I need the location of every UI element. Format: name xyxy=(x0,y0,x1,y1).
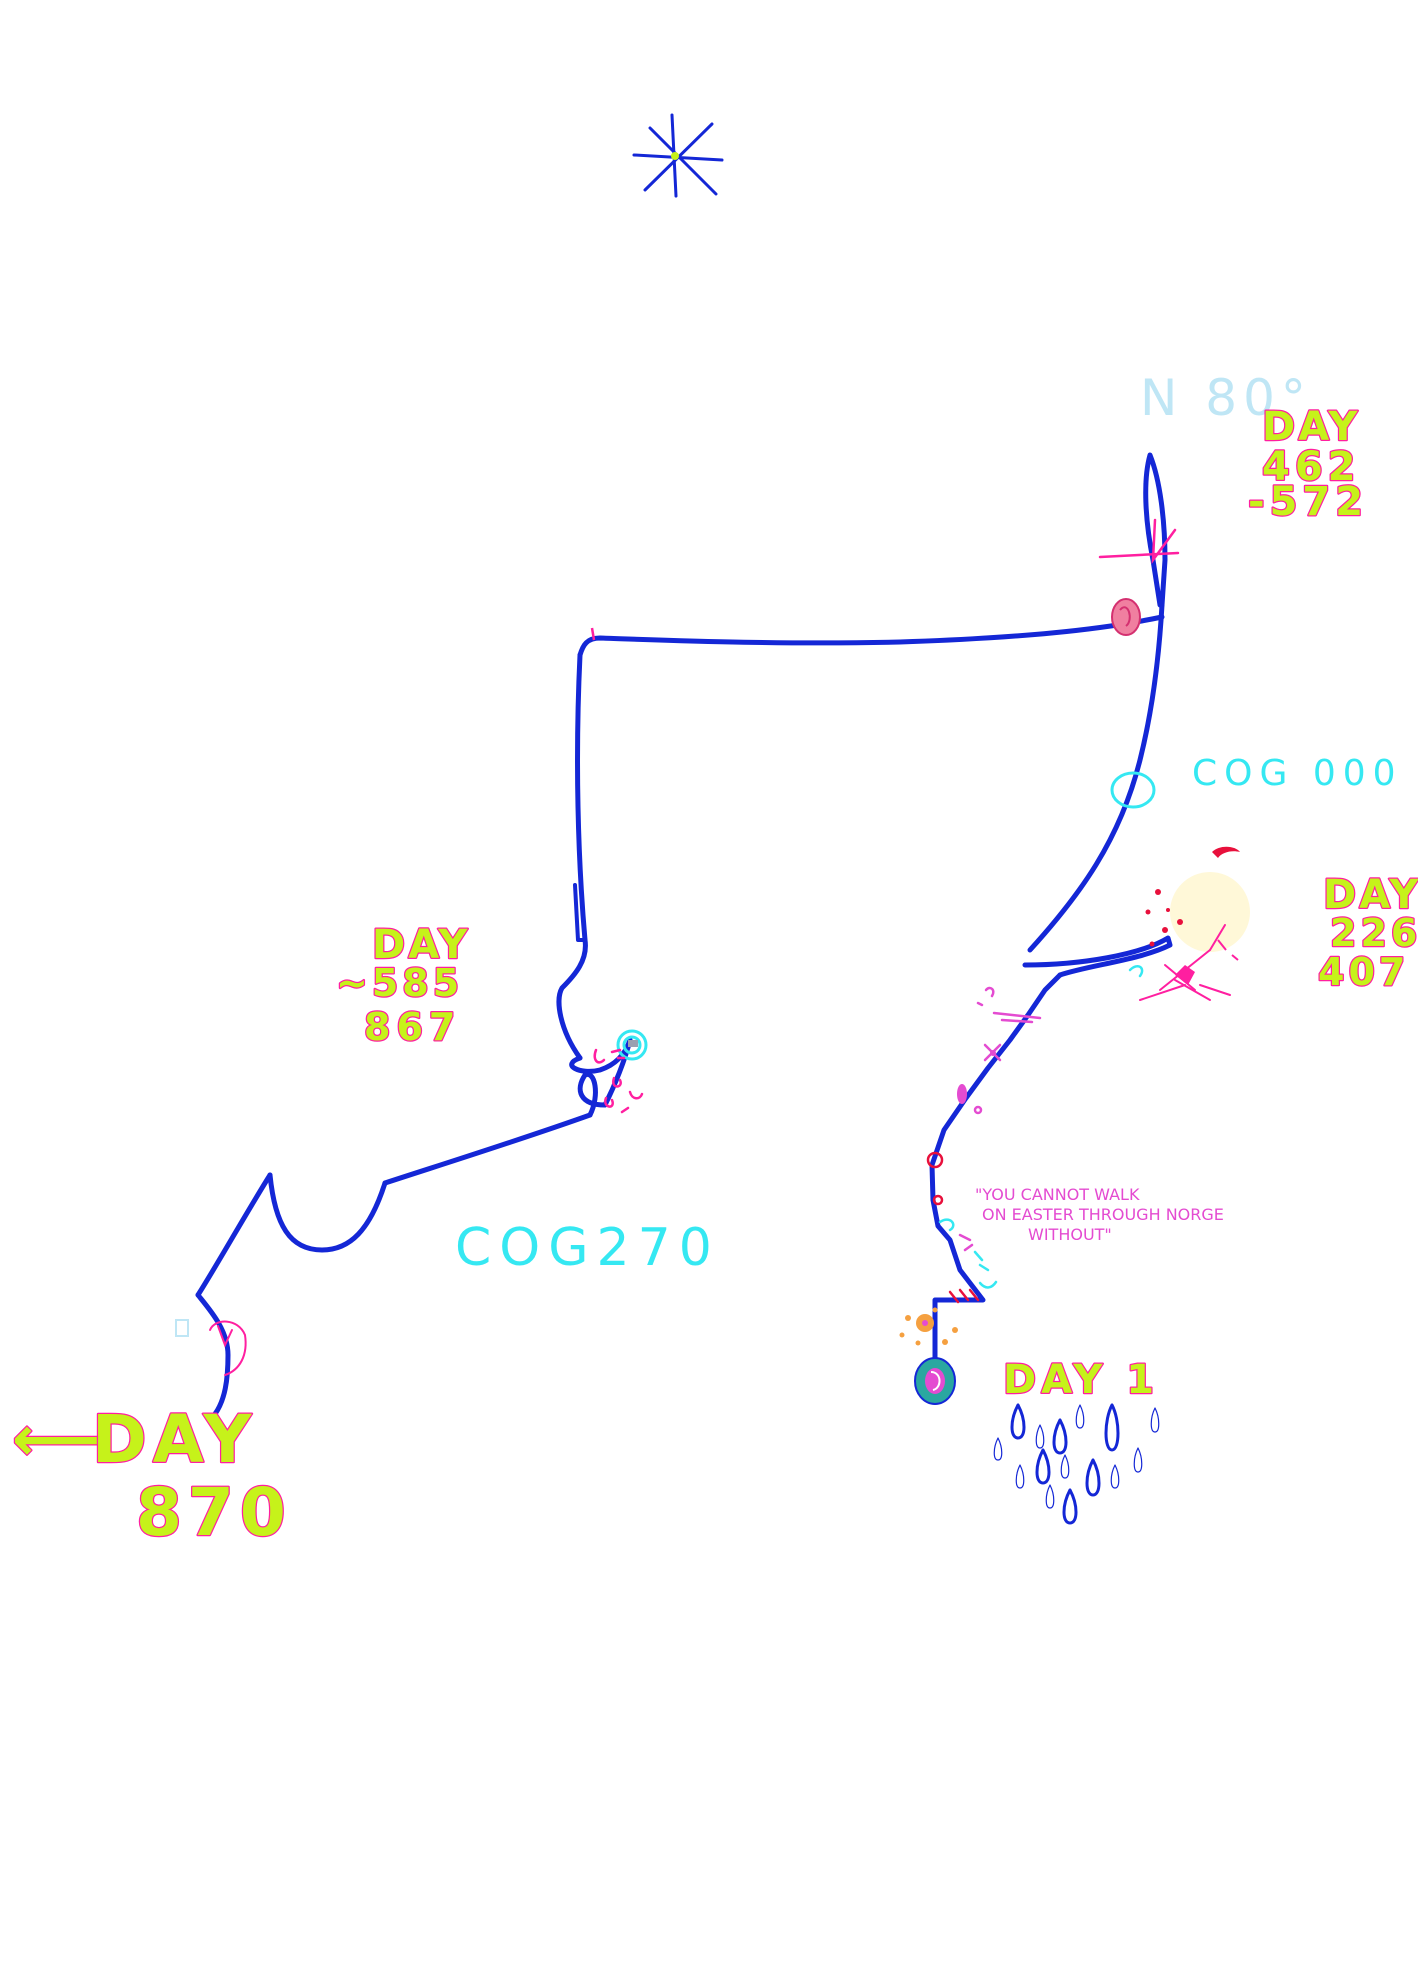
rain-drops-icon xyxy=(993,1403,1160,1525)
day-226-heading: DAY xyxy=(1323,872,1418,918)
cog-270-label: COG270 xyxy=(455,1218,720,1278)
magenta-scribbles xyxy=(593,1048,644,1114)
day-870-number: 870 xyxy=(136,1474,292,1551)
north-latitude-label: N 80° xyxy=(1140,369,1312,427)
day-585-start: ~585 xyxy=(336,961,463,1005)
day-585-end: 867 xyxy=(364,1005,461,1049)
day-226-end: 407 xyxy=(1318,950,1409,994)
day-870-heading: DAY xyxy=(92,1401,257,1478)
day-585-heading: DAY xyxy=(372,922,470,968)
end-marker xyxy=(175,1319,247,1376)
pink-marker-icon xyxy=(1111,598,1141,636)
day-870-arrow: ⟵ xyxy=(12,1402,101,1475)
cog-000-label: COG 000 xyxy=(1192,753,1403,794)
cyan-ring-marker xyxy=(1110,771,1156,809)
quote-line-2: ON EASTER THROUGH NORGE xyxy=(982,1205,1224,1224)
orange-splatter-center xyxy=(922,1320,928,1326)
north-arrow-marker xyxy=(1098,518,1180,565)
route-path xyxy=(195,452,1173,1417)
day-226-start: 226 xyxy=(1330,911,1418,955)
cyan-marker-icon xyxy=(616,1029,648,1061)
start-marker-icon xyxy=(914,1357,956,1405)
day-462-start: 462 xyxy=(1262,444,1361,490)
day-462-heading: DAY xyxy=(1262,404,1360,450)
sun-icon xyxy=(1139,846,1250,1001)
quote-line-1: "YOU CANNOT WALK xyxy=(975,1185,1140,1204)
day-462-end: -572 xyxy=(1248,479,1368,525)
day-1-label: DAY 1 xyxy=(1003,1357,1159,1403)
quote-line-3: WITHOUT" xyxy=(1028,1225,1112,1244)
star-icon xyxy=(632,113,724,198)
orange-splatter xyxy=(899,1307,958,1346)
east-leg-markers xyxy=(926,965,1144,1304)
small-tick xyxy=(590,627,596,641)
